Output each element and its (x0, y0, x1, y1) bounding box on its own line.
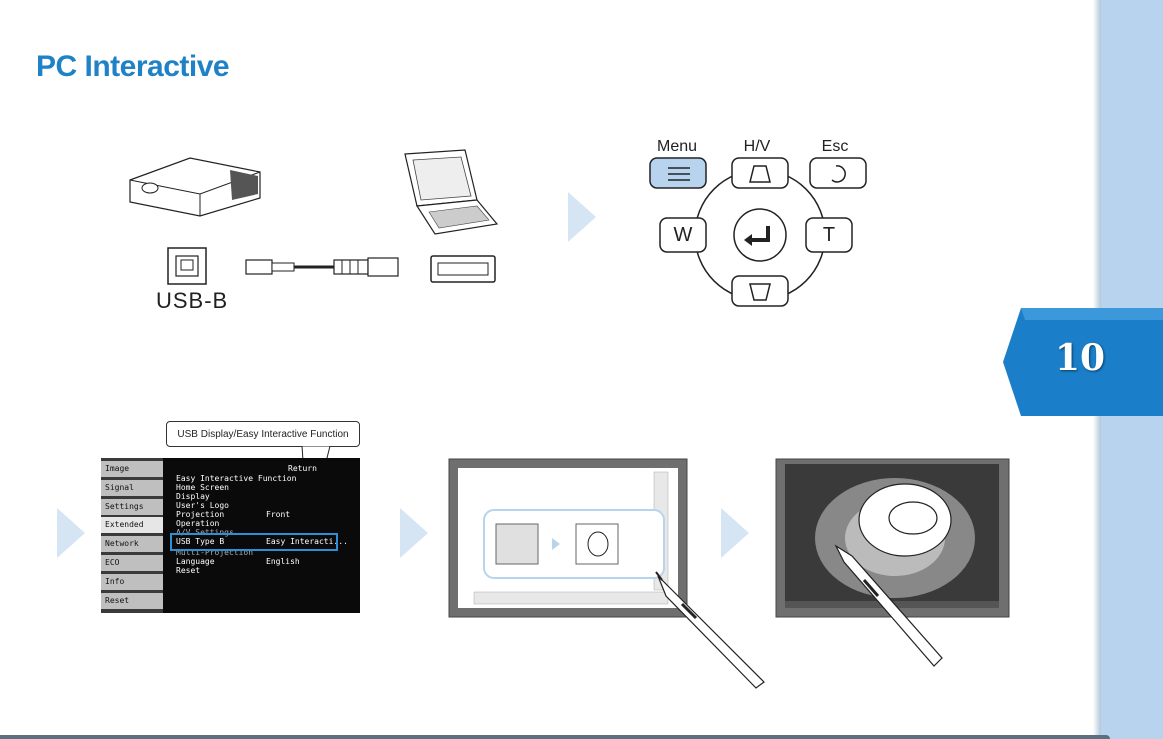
osd-item-easy-interactive[interactable]: Easy Interactive Function (176, 474, 297, 483)
step-arrow (721, 508, 749, 558)
desktop-screen-illustration (775, 458, 1010, 618)
osd-selection-highlight (170, 533, 338, 551)
osd-language-value: English (266, 557, 300, 566)
osd-tab-info[interactable]: Info (101, 574, 163, 590)
remote-control-panel (649, 157, 867, 307)
osd-usb-value: Easy Interacti... (266, 537, 348, 546)
step-arrow (400, 508, 428, 558)
osd-tab-network[interactable]: Network (101, 536, 163, 552)
hv-button[interactable] (732, 158, 788, 188)
osd-menu-screen (162, 458, 360, 613)
menu-button[interactable] (650, 158, 706, 188)
osd-item-operation[interactable]: Operation (176, 519, 220, 528)
osd-callout: USB Display/Easy Interactive Function (166, 421, 360, 447)
osd-tab-extended[interactable]: Extended (101, 517, 163, 533)
page-tab[interactable] (1003, 308, 1163, 416)
whiteboard-screen-illustration (448, 458, 688, 618)
osd-projection-value: Front (266, 510, 291, 519)
osd-item-users-logo[interactable]: User's Logo (176, 501, 229, 510)
keystone-down-button[interactable] (732, 276, 788, 306)
usb-a-port-icon (430, 255, 496, 283)
laptop-icon (404, 149, 499, 235)
interactive-pen-icon-desktop (834, 544, 943, 667)
osd-tab-eco[interactable]: ECO (101, 555, 163, 571)
osd-item-language[interactable]: Language (176, 557, 215, 566)
page-title: PC Interactive (36, 50, 230, 83)
t-button[interactable]: T (822, 224, 836, 246)
osd-item-av-settings[interactable]: A/V Settings (176, 528, 234, 537)
hv-button-label: H/V (743, 138, 771, 155)
w-button[interactable]: W (673, 224, 693, 246)
menu-button-label: Menu (656, 138, 698, 155)
osd-tab-image[interactable]: Image (101, 461, 163, 477)
usb-b-port-icon (167, 247, 207, 285)
step-arrow (568, 192, 596, 242)
esc-button[interactable] (810, 158, 866, 188)
enter-button[interactable] (734, 209, 786, 261)
step-arrow (57, 508, 85, 558)
usb-b-label: USB-B (156, 288, 229, 313)
projector-icon (129, 157, 261, 217)
page-number: 10 (1054, 337, 1106, 379)
osd-item-home-screen[interactable]: Home Screen (176, 483, 229, 492)
osd-item-display[interactable]: Display (176, 492, 210, 501)
osd-item-multi-projection[interactable]: Multi-Projection (176, 548, 254, 557)
osd-item-usb-type-b[interactable]: USB Type B (176, 537, 225, 546)
osd-tab-settings[interactable]: Settings (101, 499, 163, 515)
esc-button-label: Esc (821, 138, 849, 155)
osd-return-label[interactable]: Return (288, 464, 317, 473)
usb-cable-icon (245, 257, 399, 277)
osd-tab-signal[interactable]: Signal (101, 480, 163, 496)
bottom-rule (0, 735, 1110, 739)
osd-item-projection[interactable]: Projection (176, 510, 225, 519)
osd-tab-reset[interactable]: Reset (101, 593, 163, 609)
osd-item-reset[interactable]: Reset (176, 566, 201, 575)
interactive-pen-icon (655, 571, 765, 689)
